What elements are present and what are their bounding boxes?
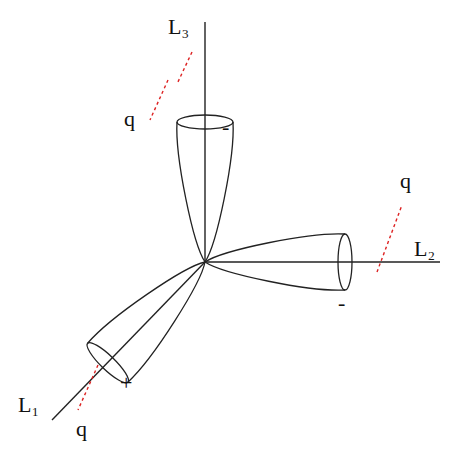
charge-line [150,80,168,120]
lobe-right [205,234,352,290]
axis-l3 [204,22,205,262]
lobe-down-left [83,242,226,387]
axis-label: L₂ [414,238,435,260]
charge-label: q [400,170,411,192]
axis-label: L₃ [168,16,189,38]
axis-label: L₁ [18,394,39,416]
charge-label: q [76,418,87,440]
axis-l1 [52,262,205,420]
sign-label: - [338,292,345,314]
charge-line [377,205,402,272]
charge-line [78,365,98,410]
charge-line [177,52,192,84]
sign-label: + [120,372,132,394]
lobe-up [177,115,233,262]
charge-label: q [124,108,135,130]
axis-l2 [205,261,440,262]
sign-label: - [222,116,229,138]
